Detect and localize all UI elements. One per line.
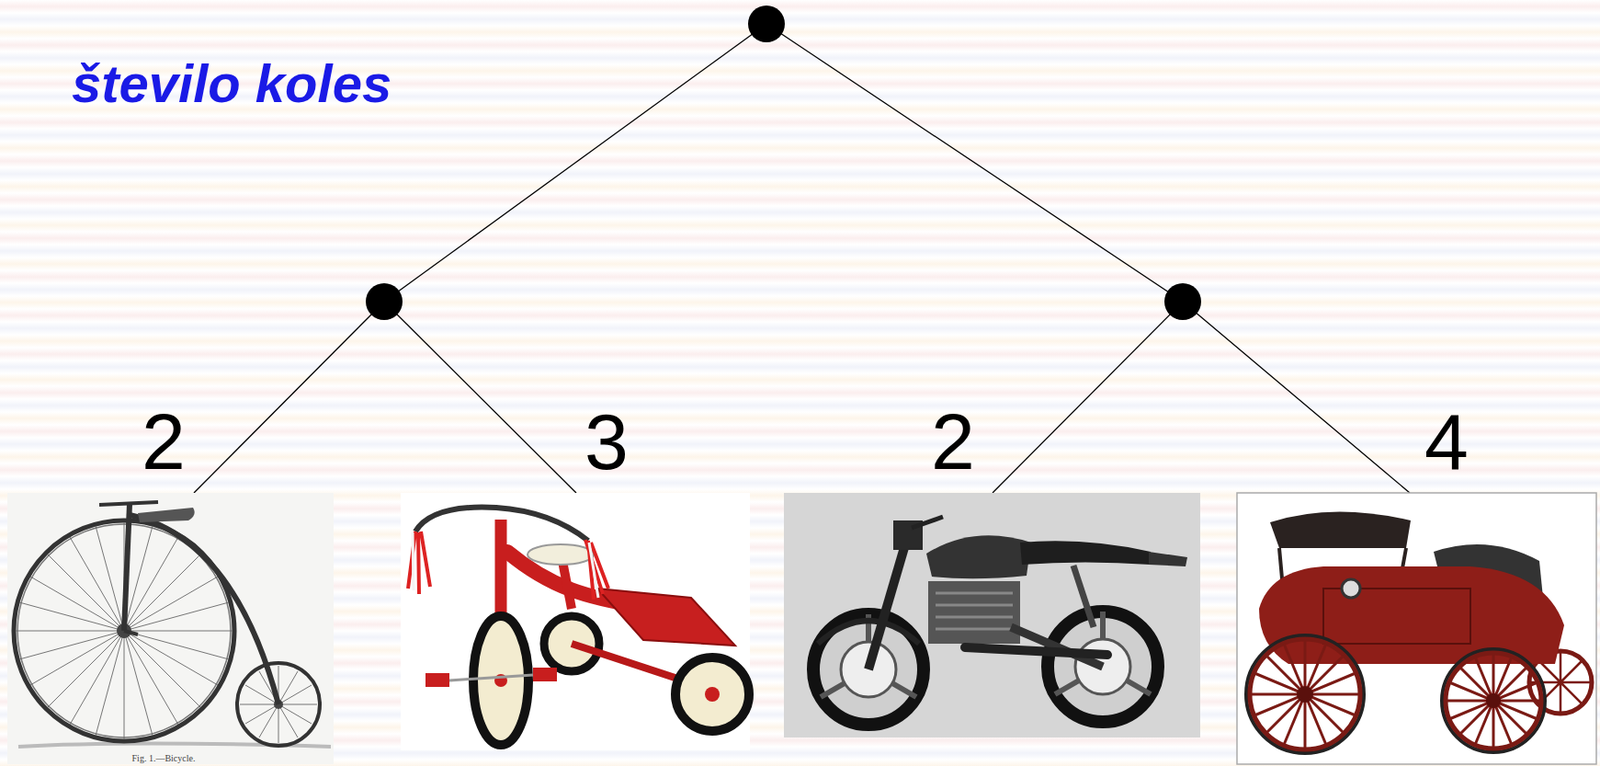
tricycle-picture [562, 560, 572, 609]
car-picture [1441, 648, 1545, 752]
wheel-count: 2 [141, 399, 186, 483]
car-picture [1270, 510, 1411, 548]
tricycle-picture [704, 686, 720, 702]
car-picture [1236, 492, 1597, 764]
motorcycle-picture [1073, 565, 1094, 627]
car-picture [1341, 578, 1361, 598]
tree-dot [365, 283, 403, 320]
motorcycle-picture [1020, 540, 1151, 565]
car-picture [1296, 685, 1314, 703]
wheel-count: 3 [584, 399, 629, 483]
tricycle-picture [400, 492, 750, 750]
tree-line [766, 23, 1183, 302]
tree-dot [1164, 283, 1202, 320]
motorcycle-picture [1148, 551, 1188, 567]
car-picture [1445, 652, 1542, 749]
vehicle-leaf: 3 [400, 404, 750, 750]
motorcycle-picture [926, 534, 1032, 579]
diagram-title: število koles [71, 53, 392, 115]
figure-caption: Fig. 1.—Bicycle. [132, 752, 196, 764]
tricycle-picture [473, 615, 529, 745]
motorcycle-picture [783, 492, 1201, 738]
tricycle-picture [527, 544, 594, 565]
bicycle-picture [99, 501, 159, 505]
tricycle-picture [425, 672, 450, 687]
tree-line [992, 301, 1183, 493]
bicycle-picture [7, 492, 334, 764]
tricycle-picture [597, 588, 736, 646]
motorcycle-picture [783, 492, 1201, 738]
tree-line [1182, 301, 1410, 493]
bicycle-picture [7, 492, 334, 764]
vehicle-leaf: 2 [783, 404, 1201, 738]
tricycle-picture [675, 657, 749, 731]
tree-line [193, 301, 385, 493]
tricycle-picture [449, 674, 534, 681]
wheel-count: 2 [930, 399, 976, 483]
motorcycle-picture [868, 544, 906, 670]
car-picture [1249, 638, 1361, 749]
tree-line [384, 301, 577, 493]
tricycle-picture [415, 507, 589, 541]
motorcycle-picture [964, 646, 1108, 655]
wheel-count: 4 [1424, 399, 1469, 483]
vehicle-leaf: 2Fig. 1.—Bicycle. [7, 404, 334, 764]
motorcycle-picture [935, 592, 1013, 629]
motorcycle-picture [928, 580, 1021, 644]
tricycle-picture [400, 492, 750, 750]
motorcycle-picture [817, 620, 920, 644]
tree-dot [748, 5, 785, 43]
vehicle-leaf: 4 [1236, 404, 1597, 764]
bicycle-picture [137, 507, 195, 522]
tricycle-picture [412, 532, 599, 598]
tricycle-picture [408, 531, 609, 600]
bicycle-picture [124, 630, 138, 635]
car-picture [1246, 635, 1364, 753]
car-picture [1445, 652, 1542, 749]
bicycle-picture [124, 503, 130, 631]
tree-line [384, 23, 767, 302]
tricycle-picture [533, 667, 557, 681]
car-picture [1236, 492, 1597, 764]
car-picture [1486, 692, 1501, 708]
bicycle-picture [129, 514, 279, 704]
motorcycle-picture [911, 516, 943, 528]
car-picture [1249, 638, 1361, 749]
tree-dot [365, 5, 1202, 320]
